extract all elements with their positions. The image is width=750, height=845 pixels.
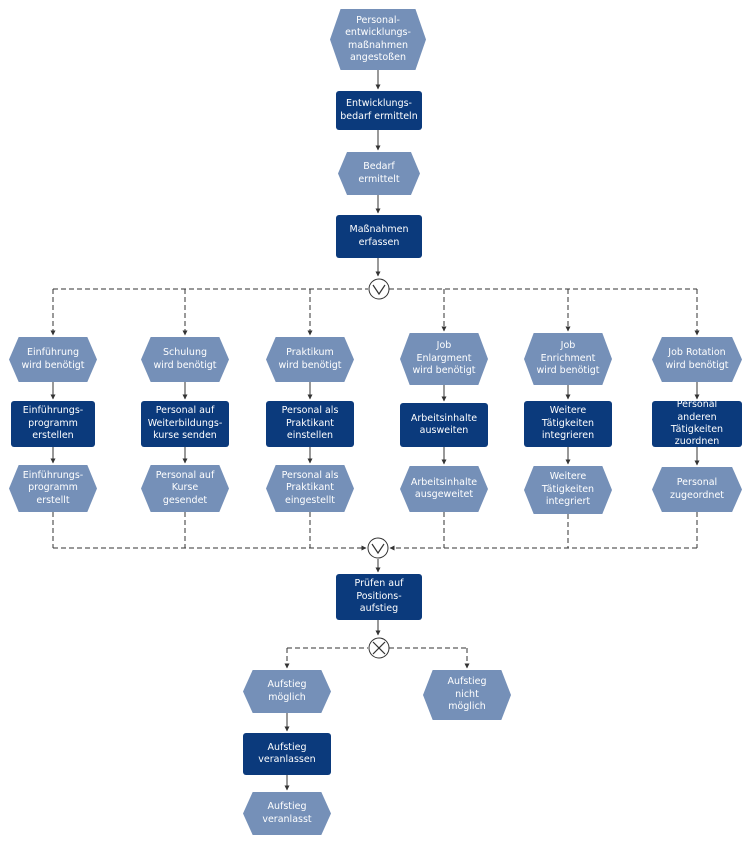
event-job-enlargment-benoetigt: Job Enlargment wird benötigt (400, 333, 488, 385)
function-taetigkeiten-integrieren-label: Weitere Tätigkeiten integrieren (541, 405, 595, 442)
event-arbeitsinhalte-ausgeweitet: Arbeitsinhalte ausgeweitet (400, 466, 488, 512)
event-einfuehrungsprogramm-erstellt-label: Einführungs- programm erstellt (22, 469, 84, 506)
function-aufstieg-veranlassen-label: Aufstieg veranlassen (258, 741, 316, 765)
event-praktikum-benoetigt: Praktikum wird benötigt (266, 337, 354, 382)
function-personal-kurse-senden-label: Personal auf Weiterbildungs- kurse sende… (147, 405, 223, 442)
function-praktikant-einstellen: Personal als Praktikant einstellen (266, 401, 354, 447)
event-personal-zugeordnet-label: Personal zugeordnet (669, 477, 725, 501)
function-taetigkeiten-integrieren: Weitere Tätigkeiten integrieren (524, 401, 612, 447)
function-bedarf-ermitteln: Entwicklungs- bedarf ermitteln (336, 91, 422, 130)
function-positionsaufstieg-pruefen: Prüfen auf Positions- aufstieg (336, 574, 422, 620)
function-taetigkeiten-zuordnen: Personal anderen Tätigkeiten zuordnen (652, 399, 742, 448)
function-positionsaufstieg-pruefen-label: Prüfen auf Positions- aufstieg (354, 578, 404, 615)
function-personal-kurse-senden: Personal auf Weiterbildungs- kurse sende… (141, 401, 229, 447)
event-schulung-benoetigt-label: Schulung wird benötigt (153, 347, 217, 371)
event-einfuehrungsprogramm-erstellt: Einführungs- programm erstellt (9, 465, 97, 512)
function-bedarf-ermitteln-label: Entwicklungs- bedarf ermitteln (340, 98, 418, 122)
event-aufstieg-veranlasst-label: Aufstieg veranlasst (262, 801, 312, 825)
function-taetigkeiten-zuordnen-label: Personal anderen Tätigkeiten zuordnen (670, 399, 724, 448)
event-personal-zugeordnet: Personal zugeordnet (652, 467, 742, 512)
function-einfuehrungsprogramm-erstellen: Einführungs- programm erstellen (11, 401, 95, 447)
function-massnahmen-erfassen-label: Maßnahmen erfassen (349, 224, 409, 248)
function-arbeitsinhalte-ausweiten: Arbeitsinhalte ausweiten (400, 403, 488, 447)
event-taetigkeiten-integriert: Weitere Tätigkeiten integriert (524, 466, 612, 514)
event-einfuehrung-benoetigt: Einführung wird benötigt (9, 337, 97, 382)
event-job-rotation-benoetigt-label: Job Rotation wird benötigt (665, 347, 729, 371)
event-praktikant-eingestellt: Personal als Praktikant eingestellt (266, 465, 354, 512)
event-aufstieg-veranlasst: Aufstieg veranlasst (243, 792, 331, 835)
function-einfuehrungsprogramm-erstellen-label: Einführungs- programm erstellen (22, 405, 84, 442)
event-bedarf-ermittelt: Bedarf ermittelt (338, 152, 420, 195)
event-praktikum-benoetigt-label: Praktikum wird benötigt (278, 347, 342, 371)
or-split-connector (368, 278, 390, 300)
event-job-enrichment-benoetigt: Job Enrichment wird benötigt (524, 333, 612, 385)
function-aufstieg-veranlassen: Aufstieg veranlassen (243, 733, 331, 775)
xor-split-connector (368, 637, 390, 659)
event-start: Personal- entwicklungs- maßnahmen angest… (330, 9, 426, 70)
event-taetigkeiten-integriert-label: Weitere Tätigkeiten integriert (541, 471, 595, 508)
event-personal-kurse-gesendet: Personal auf Kurse gesendet (141, 465, 229, 512)
event-arbeitsinhalte-ausgeweitet-label: Arbeitsinhalte ausgeweitet (410, 476, 478, 500)
event-start-label: Personal- entwicklungs- maßnahmen angest… (345, 14, 411, 63)
event-bedarf-ermittelt-label: Bedarf ermittelt (358, 161, 400, 185)
event-schulung-benoetigt: Schulung wird benötigt (141, 337, 229, 382)
event-job-enlargment-benoetigt-label: Job Enlargment wird benötigt (412, 340, 476, 377)
event-job-enrichment-benoetigt-label: Job Enrichment wird benötigt (536, 340, 600, 377)
event-aufstieg-moeglich: Aufstieg möglich (243, 670, 331, 713)
event-aufstieg-nicht-moeglich-label: Aufstieg nicht möglich (447, 676, 487, 713)
function-arbeitsinhalte-ausweiten-label: Arbeitsinhalte ausweiten (410, 412, 478, 436)
or-join-connector (367, 537, 389, 559)
event-praktikant-eingestellt-label: Personal als Praktikant eingestellt (281, 469, 339, 506)
event-personal-kurse-gesendet-label: Personal auf Kurse gesendet (155, 469, 215, 506)
function-praktikant-einstellen-label: Personal als Praktikant einstellen (281, 405, 339, 442)
function-massnahmen-erfassen: Maßnahmen erfassen (336, 215, 422, 258)
event-aufstieg-moeglich-label: Aufstieg möglich (267, 679, 307, 703)
event-aufstieg-nicht-moeglich: Aufstieg nicht möglich (423, 670, 511, 720)
event-job-rotation-benoetigt: Job Rotation wird benötigt (652, 337, 742, 382)
event-einfuehrung-benoetigt-label: Einführung wird benötigt (21, 347, 85, 371)
